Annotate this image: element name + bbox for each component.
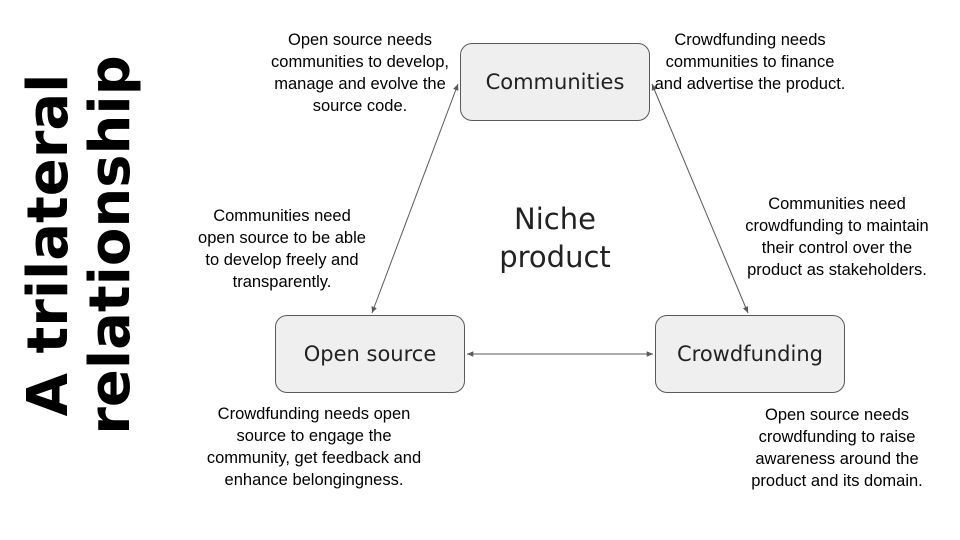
note-communities-need-cf: Communities need crowdfunding to maintai… — [745, 195, 929, 279]
arrow-communities-crowdfunding — [651, 83, 749, 314]
center-line-2: product — [499, 240, 611, 274]
note-cf-needs-communities: Crowdfunding needs communities to financ… — [654, 31, 846, 93]
note-os-needs-cf: Open source needs crowdfunding to raise … — [751, 406, 923, 490]
center-label: Niche product — [470, 200, 640, 276]
note-os-needs-communities: Open source needs communities to develop… — [271, 31, 449, 115]
note-communities-need-os: Communities need open source to be able … — [198, 207, 366, 291]
arrow-communities-open-source — [371, 83, 459, 314]
node-communities-label: Communities — [485, 70, 625, 94]
node-open-source-label: Open source — [303, 342, 437, 366]
node-communities: Communities — [460, 43, 650, 121]
node-crowdfunding: Crowdfunding — [655, 315, 845, 393]
node-crowdfunding-label: Crowdfunding — [676, 342, 823, 366]
center-line-1: Niche — [514, 202, 596, 236]
node-open-source: Open source — [275, 315, 465, 393]
note-cf-needs-os: Crowdfunding needs open source to engage… — [206, 405, 422, 489]
